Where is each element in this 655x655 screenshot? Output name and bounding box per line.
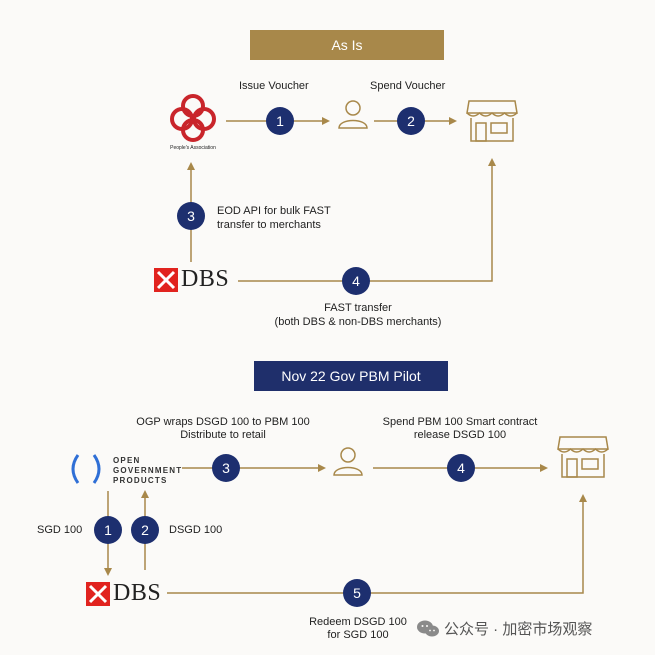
arrow-fast-transfer xyxy=(238,158,496,282)
wechat-icon xyxy=(417,620,439,636)
arrow-redeem xyxy=(167,494,587,594)
dbs-text: DBS xyxy=(113,580,162,606)
redeem-line1: Redeem DSGD 100 xyxy=(309,616,407,628)
spend-pbm-line1: Spend PBM 100 Smart contract xyxy=(382,416,538,428)
watermark-text: 公众号 · 加密市场观察 xyxy=(444,621,593,638)
step-5-badge: 5 xyxy=(343,579,371,607)
eod-api-label: EOD API for bulk FAST transfer to mercha… xyxy=(217,205,331,231)
step-1-badge: 1 xyxy=(266,107,294,135)
storefront-icon xyxy=(557,435,609,479)
section-banner-as-is: As Is xyxy=(250,30,444,60)
step-2-badge: 2 xyxy=(397,107,425,135)
section-title: As Is xyxy=(331,37,363,53)
dbs-star-icon xyxy=(86,581,110,606)
issue-voucher-label: Issue Voucher xyxy=(239,80,309,92)
ogp-line2: GOVERNMENT xyxy=(113,466,183,475)
redeem-line2: for SGD 100 xyxy=(327,629,389,641)
storefront-icon xyxy=(466,99,518,143)
ogp-line1: OPEN xyxy=(113,456,141,465)
fast-transfer-line1: FAST transfer xyxy=(324,302,392,314)
ogp-logo xyxy=(66,453,106,485)
sgd-100-label: SGD 100 xyxy=(37,524,83,536)
fast-transfer-line2: (both DBS & non-DBS merchants) xyxy=(274,316,442,328)
people-association-logo: People's Association xyxy=(163,90,223,154)
dbs-text: DBS xyxy=(181,266,230,292)
section-banner-pbm-pilot: Nov 22 Gov PBM Pilot xyxy=(254,361,448,391)
step-1-badge: 1 xyxy=(94,516,122,544)
pa-caption: People's Association xyxy=(170,145,216,151)
step-3-badge: 3 xyxy=(177,202,205,230)
person-icon xyxy=(332,445,364,477)
ogp-wraps-line2: Distribute to retail xyxy=(180,429,266,441)
step-2-badge: 2 xyxy=(131,516,159,544)
step-4-badge: 4 xyxy=(342,267,370,295)
spend-pbm-line2: release DSGD 100 xyxy=(413,429,507,441)
dbs-logo: DBS xyxy=(154,266,229,293)
dbs-logo: DBS xyxy=(86,580,161,607)
watermark: 公众号 · 加密市场观察 xyxy=(416,618,592,639)
ogp-wraps-line1: OGP wraps DSGD 100 to PBM 100 xyxy=(136,416,310,428)
dsgd-100-label: DSGD 100 xyxy=(169,524,223,536)
step-4-badge: 4 xyxy=(447,454,475,482)
dbs-star-icon xyxy=(154,267,178,292)
section-title: Nov 22 Gov PBM Pilot xyxy=(281,368,421,384)
spend-voucher-label: Spend Voucher xyxy=(370,80,446,92)
step-3-badge: 3 xyxy=(212,454,240,482)
person-icon xyxy=(337,98,369,130)
ogp-line3: PRODUCTS xyxy=(113,476,168,485)
